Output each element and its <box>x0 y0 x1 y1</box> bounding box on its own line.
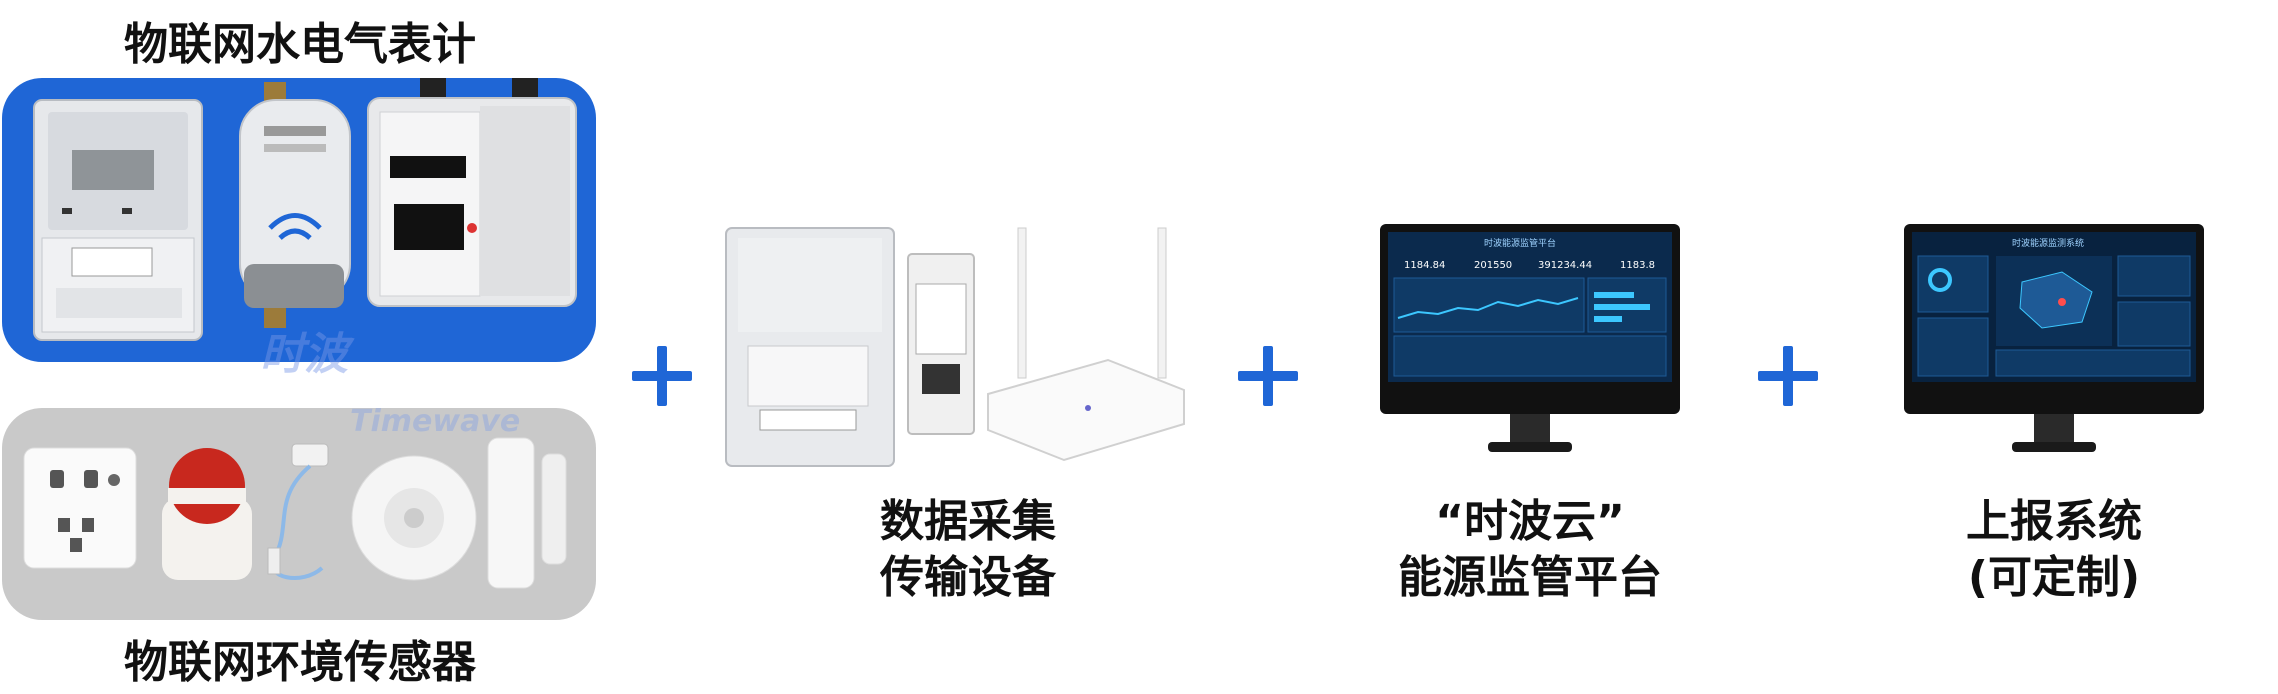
meters-panel <box>2 78 596 362</box>
collection-caption-line1: 数据采集 <box>880 496 1056 547</box>
din-rail-meter-icon <box>907 253 975 435</box>
platform-screen: 时波能源监管平台 1184.84 201550 391234.44 1183.8 <box>1388 232 1672 382</box>
gas-meter-icon <box>367 78 577 307</box>
screen1-title: 时波能源监管平台 <box>1484 239 1557 249</box>
collection-caption: 数据采集 传输设备 <box>818 494 1118 606</box>
watermark-text: Timewave <box>350 404 521 439</box>
screen1-stat3: 391234.44 <box>1538 260 1593 271</box>
water-meter-icon <box>239 82 351 328</box>
report-caption-line2: (可定制) <box>1967 552 2141 603</box>
platform-caption-line2: 能源监管平台 <box>1398 552 1662 603</box>
screen1-stat2: 201550 <box>1474 260 1513 271</box>
monitor-base <box>2012 442 2096 452</box>
door-sensor-icon <box>487 437 567 589</box>
concentrator-icon <box>725 227 895 467</box>
platform-caption-line1: “时波云” <box>1435 496 1625 547</box>
plus-icon-1 <box>632 346 692 406</box>
watermark-logo: 时波 <box>260 329 348 380</box>
screen1-stat4: 1183.8 <box>1620 260 1655 271</box>
smart-socket-icon <box>23 447 137 569</box>
collection-devices <box>718 224 1188 474</box>
platform-monitor: 时波能源监管平台 1184.84 201550 391234.44 1183.8 <box>1380 224 1680 464</box>
electric-meter-icon <box>33 99 203 341</box>
report-monitor: 时波能源监测系统 <box>1904 224 2204 464</box>
plus-icon-3 <box>1758 346 1818 406</box>
siren-alarm-icon <box>162 448 252 580</box>
plus-icon-2 <box>1238 346 1298 406</box>
leak-sensor-icon <box>267 443 329 581</box>
monitor-stand <box>2034 414 2074 444</box>
report-caption: 上报系统 (可定制) <box>1904 494 2204 606</box>
monitor-stand <box>1510 414 1550 444</box>
collection-caption-line2: 传输设备 <box>880 552 1056 603</box>
screen1-stat1: 1184.84 <box>1404 260 1446 271</box>
report-caption-line1: 上报系统 <box>1966 496 2142 547</box>
meters-title: 物联网水电气表计 <box>124 19 476 70</box>
sensors-panel <box>2 408 596 620</box>
report-screen: 时波能源监测系统 <box>1912 232 2196 382</box>
monitor-base <box>1488 442 1572 452</box>
sensors-title: 物联网环境传感器 <box>124 637 476 688</box>
smoke-detector-icon <box>351 455 477 581</box>
platform-caption: “时波云” 能源监管平台 <box>1360 494 1700 606</box>
router-icon <box>987 227 1185 462</box>
sensors-illustration <box>23 437 567 589</box>
screen2-title: 时波能源监测系统 <box>2012 239 2085 249</box>
meters-illustration <box>33 78 577 341</box>
